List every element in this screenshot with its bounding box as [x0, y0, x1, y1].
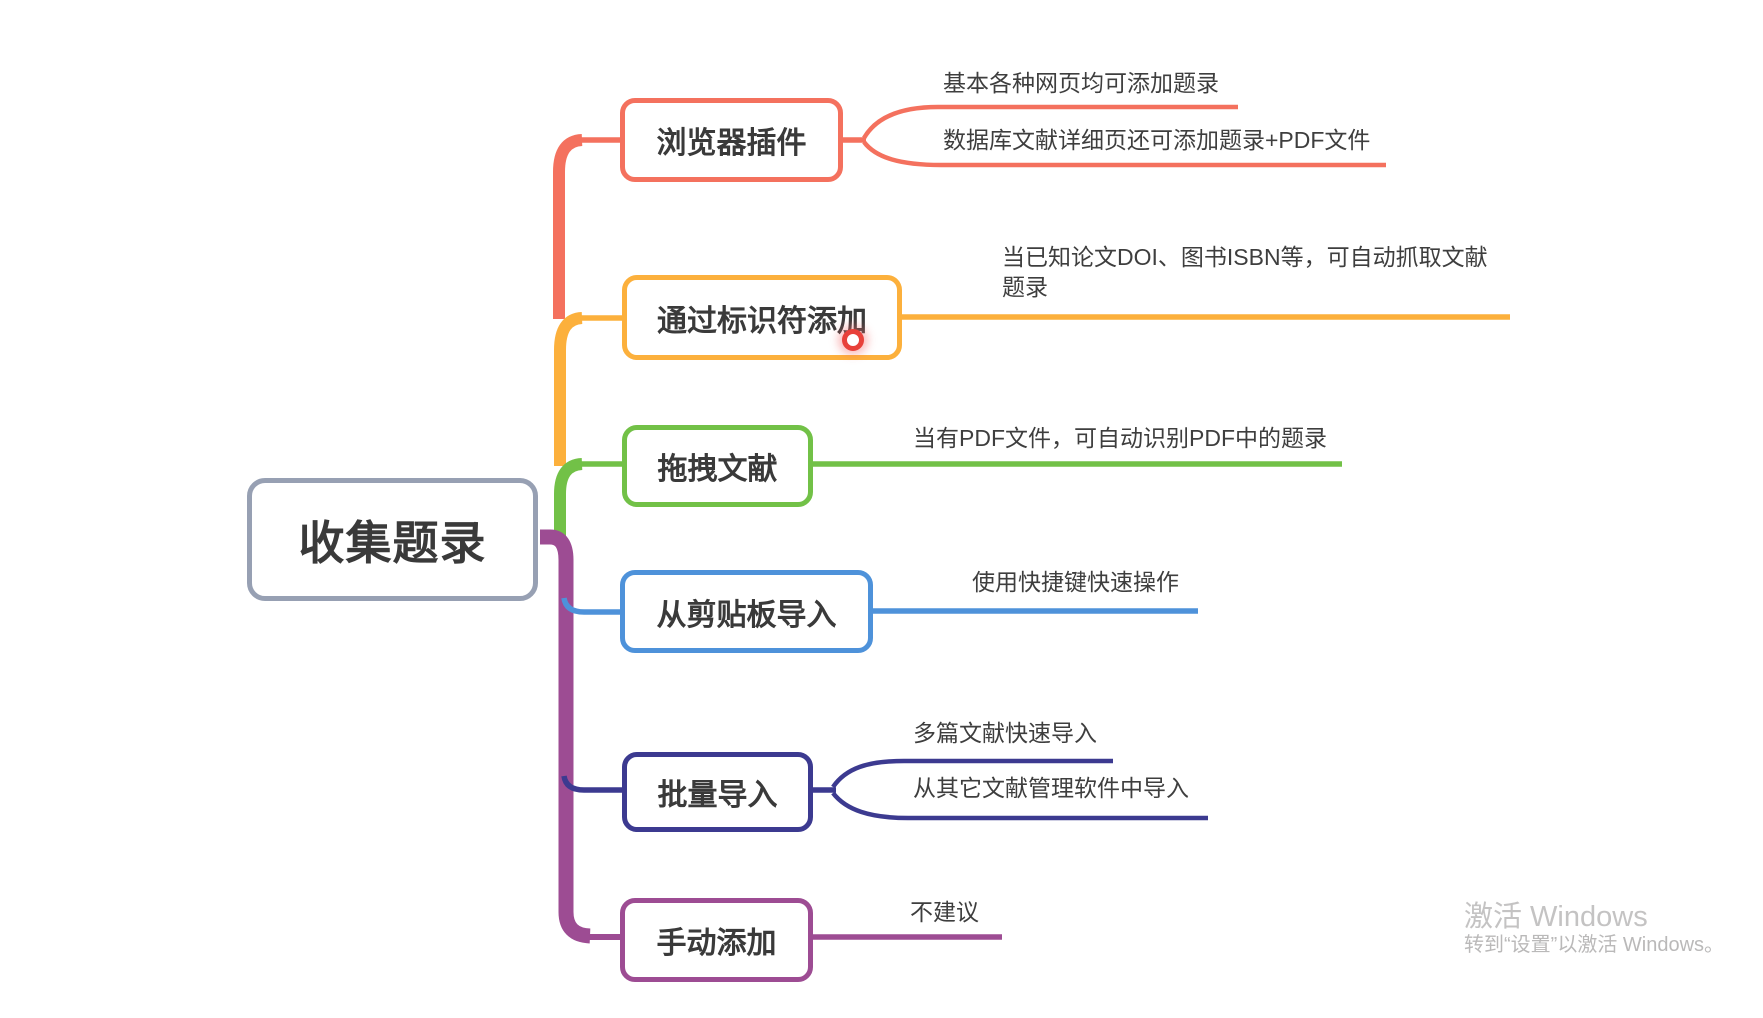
leaf-drag-drop-pdf-recognize[interactable]: 当有PDF文件，可自动识别PDF中的题录: [913, 425, 1327, 451]
windows-activation-watermark-title: 激活 Windows: [1464, 901, 1648, 933]
leaf-browser-plugin-webpages[interactable]: 基本各种网页均可添加题录: [943, 70, 1219, 96]
leaf-browser-plugin-database-pdf[interactable]: 数据库文献详细页还可添加题录+PDF文件: [943, 127, 1371, 153]
node-browser-plugin[interactable]: 浏览器插件: [620, 98, 843, 182]
branch-connector-batch-import: [561, 758, 1208, 821]
root-node[interactable]: 收集题录: [247, 478, 538, 601]
branch-connector-drag-drop: [554, 458, 1342, 542]
leaf-identifier-doi-isbn[interactable]: 当已知论文DOI、图书ISBN等，可自动抓取文献 题录: [1002, 244, 1488, 300]
branch-connector-browser-plugin: [553, 104, 1386, 319]
leaf-clipboard-shortcut[interactable]: 使用快捷键快速操作: [972, 569, 1179, 595]
node-batch-import[interactable]: 批量导入: [622, 752, 813, 832]
branch-connector-manual-add: [540, 529, 1002, 944]
branch-connector-clipboard: [561, 597, 1198, 615]
leaf-batch-import-other-software[interactable]: 从其它文献管理软件中导入: [913, 775, 1189, 801]
node-drag-drop[interactable]: 拖拽文献: [622, 425, 813, 507]
cursor-click-indicator: [842, 329, 864, 351]
windows-activation-watermark-subtitle: 转到“设置”以激活 Windows。: [1464, 934, 1725, 956]
node-clipboard[interactable]: 从剪贴板导入: [620, 570, 873, 653]
leaf-batch-import-fast[interactable]: 多篇文献快速导入: [913, 720, 1097, 746]
node-manual-add[interactable]: 手动添加: [620, 898, 813, 982]
branch-connector-identifier: [554, 312, 1510, 466]
leaf-manual-add-not-recommended[interactable]: 不建议: [910, 899, 979, 925]
